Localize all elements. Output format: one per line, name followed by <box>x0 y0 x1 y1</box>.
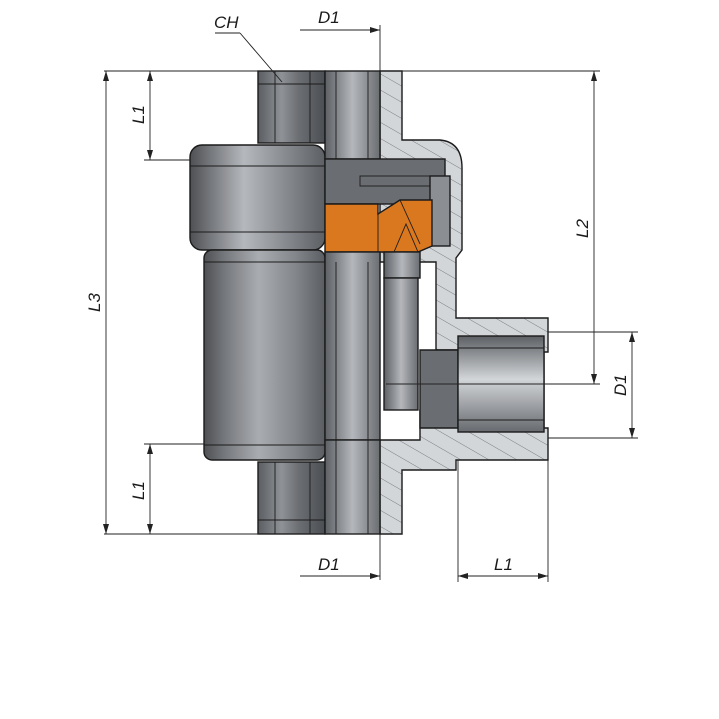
orange-valve-insert <box>324 199 433 253</box>
label-l1-side: L1 <box>494 555 513 574</box>
label-ch: CH <box>214 13 239 32</box>
label-l1-bottom: L1 <box>129 481 148 500</box>
bottom-hex-nut <box>257 461 326 535</box>
main-cylinder <box>203 249 326 461</box>
label-l2: L2 <box>573 219 592 238</box>
label-l3: L3 <box>85 293 104 312</box>
label-d1-bottom: D1 <box>318 555 340 574</box>
label-l1-top: L1 <box>129 105 148 124</box>
upper-chamber <box>324 158 446 205</box>
upper-cap <box>189 144 326 251</box>
side-chamber <box>419 349 459 429</box>
label-d1-top: D1 <box>318 8 340 27</box>
bottom-bore <box>324 439 381 535</box>
central-bore <box>324 251 381 441</box>
top-bore <box>324 70 381 160</box>
piston-guide <box>383 251 421 279</box>
piston <box>383 277 419 411</box>
top-hex-nut <box>257 70 326 144</box>
label-d1-side: D1 <box>611 374 630 396</box>
